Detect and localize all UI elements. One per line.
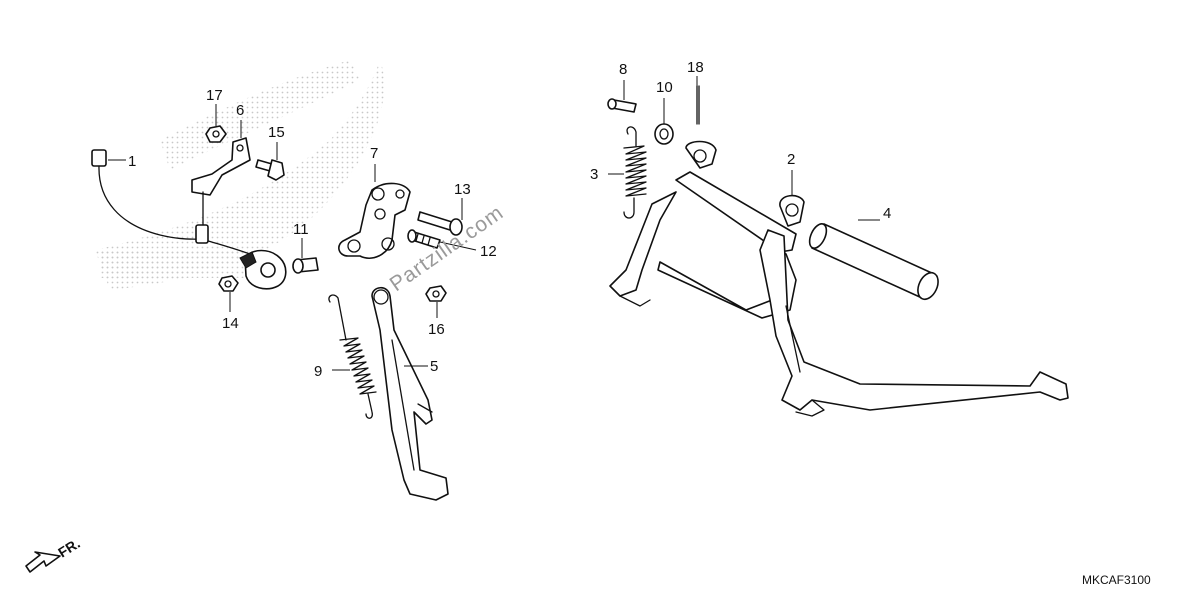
cotter-pin-18[interactable] [696, 85, 700, 125]
callout-17[interactable]: 17 [206, 87, 223, 104]
callout-9[interactable]: 9 [314, 363, 322, 380]
side-stand[interactable] [371, 286, 449, 501]
diagram-code: MKCAF3100 [1082, 573, 1151, 587]
callout-8[interactable]: 8 [619, 61, 627, 78]
arrow-icon [25, 551, 61, 573]
side-stand-bracket[interactable] [338, 182, 411, 259]
callout-13[interactable]: 13 [454, 181, 471, 198]
callout-6[interactable]: 6 [236, 102, 244, 119]
callout-4[interactable]: 4 [883, 205, 891, 222]
callout-12[interactable]: 12 [480, 243, 497, 260]
nut-16[interactable] [425, 285, 447, 302]
callout-1[interactable]: 1 [128, 153, 136, 170]
callout-14[interactable]: 14 [222, 315, 239, 332]
callout-5[interactable]: 5 [430, 358, 438, 375]
leader-lines [108, 76, 880, 371]
washer-10[interactable] [654, 123, 674, 145]
side-stand-switch-harness[interactable] [91, 149, 256, 257]
side-stand-spring[interactable] [328, 294, 377, 419]
main-stand-pin[interactable] [607, 98, 637, 113]
callout-10[interactable]: 10 [656, 79, 673, 96]
callout-18[interactable]: 18 [687, 59, 704, 76]
callout-2[interactable]: 2 [787, 151, 795, 168]
side-stand-switch[interactable] [239, 249, 287, 290]
callout-3[interactable]: 3 [590, 166, 598, 183]
callout-16[interactable]: 16 [428, 321, 445, 338]
main-stand-shaft[interactable] [806, 221, 942, 302]
switch-bracket[interactable] [191, 137, 251, 226]
main-stand[interactable] [609, 140, 1069, 417]
bolt-13[interactable] [417, 211, 463, 236]
switch-pin-11[interactable] [292, 257, 319, 274]
bolt-15[interactable] [255, 159, 285, 181]
callout-7[interactable]: 7 [370, 145, 378, 162]
bolt-12[interactable] [407, 229, 441, 249]
callout-labels: 1 2 3 4 5 6 7 8 9 10 11 12 13 14 15 16 1… [128, 59, 891, 380]
nut-14[interactable] [218, 275, 239, 292]
front-direction-indicator: FR. [25, 535, 83, 573]
background-logo [95, 60, 385, 290]
flange-nut-17[interactable] [205, 125, 227, 143]
main-stand-spring[interactable] [623, 126, 647, 219]
callout-15[interactable]: 15 [268, 124, 285, 141]
callout-11[interactable]: 11 [293, 221, 309, 238]
